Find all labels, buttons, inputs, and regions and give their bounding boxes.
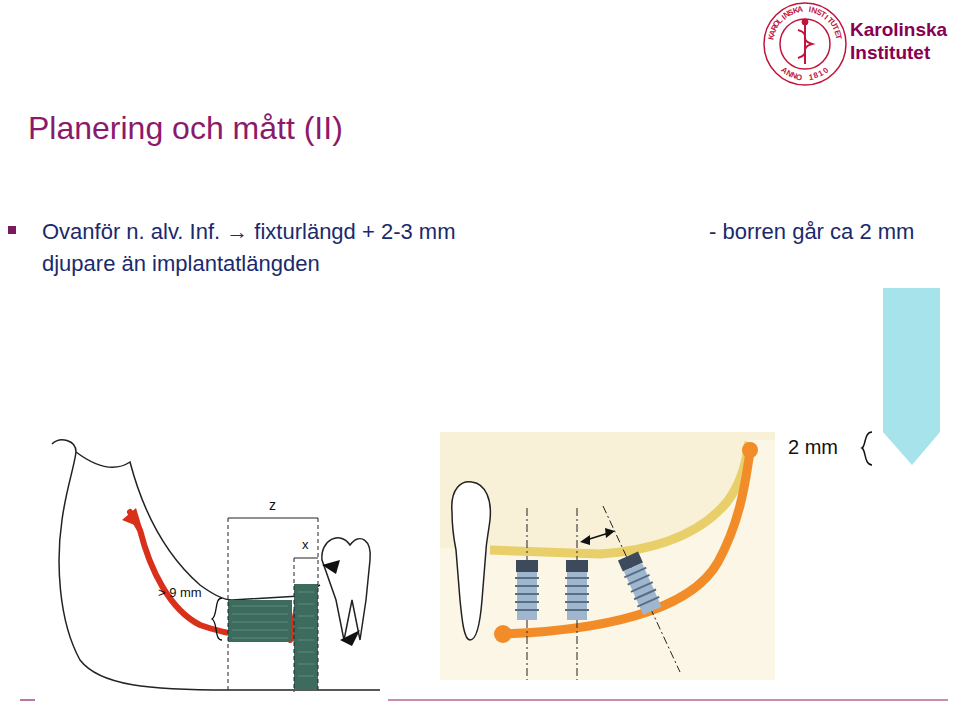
seal-letter: T xyxy=(834,34,843,40)
slide-title: Planering och mått (II) xyxy=(28,110,343,147)
dimension-label: > 9 mm xyxy=(158,585,202,601)
seal-letter xyxy=(804,6,806,14)
implant-drawing xyxy=(440,432,775,680)
dimension-label: x xyxy=(302,537,309,553)
seal-letter: A xyxy=(797,6,804,15)
dimension-label: z xyxy=(269,497,276,514)
footer-rule xyxy=(20,699,35,700)
seal-text: ANNO 1810 xyxy=(761,0,849,88)
dimension-label: 2 mm xyxy=(788,435,838,459)
seal-emblem xyxy=(764,3,846,85)
bullet-marker xyxy=(8,226,16,234)
depth-arrow xyxy=(883,288,940,465)
seal-text: KAROLINSKA INSTITUTET xyxy=(761,0,849,88)
seal-letter: O xyxy=(796,73,803,82)
logo-text: Karolinska Institutet xyxy=(850,18,958,64)
bullet-text: Ovanför n. alv. Inf. → fixturlängd + 2-3… xyxy=(42,216,455,248)
bracket xyxy=(862,432,872,465)
bullet-note: - borren går ca 2 mm djupare än implanta… xyxy=(42,216,948,280)
footer-rule xyxy=(388,699,948,700)
seal-letter xyxy=(804,74,806,82)
mandible-drawing xyxy=(52,440,380,692)
